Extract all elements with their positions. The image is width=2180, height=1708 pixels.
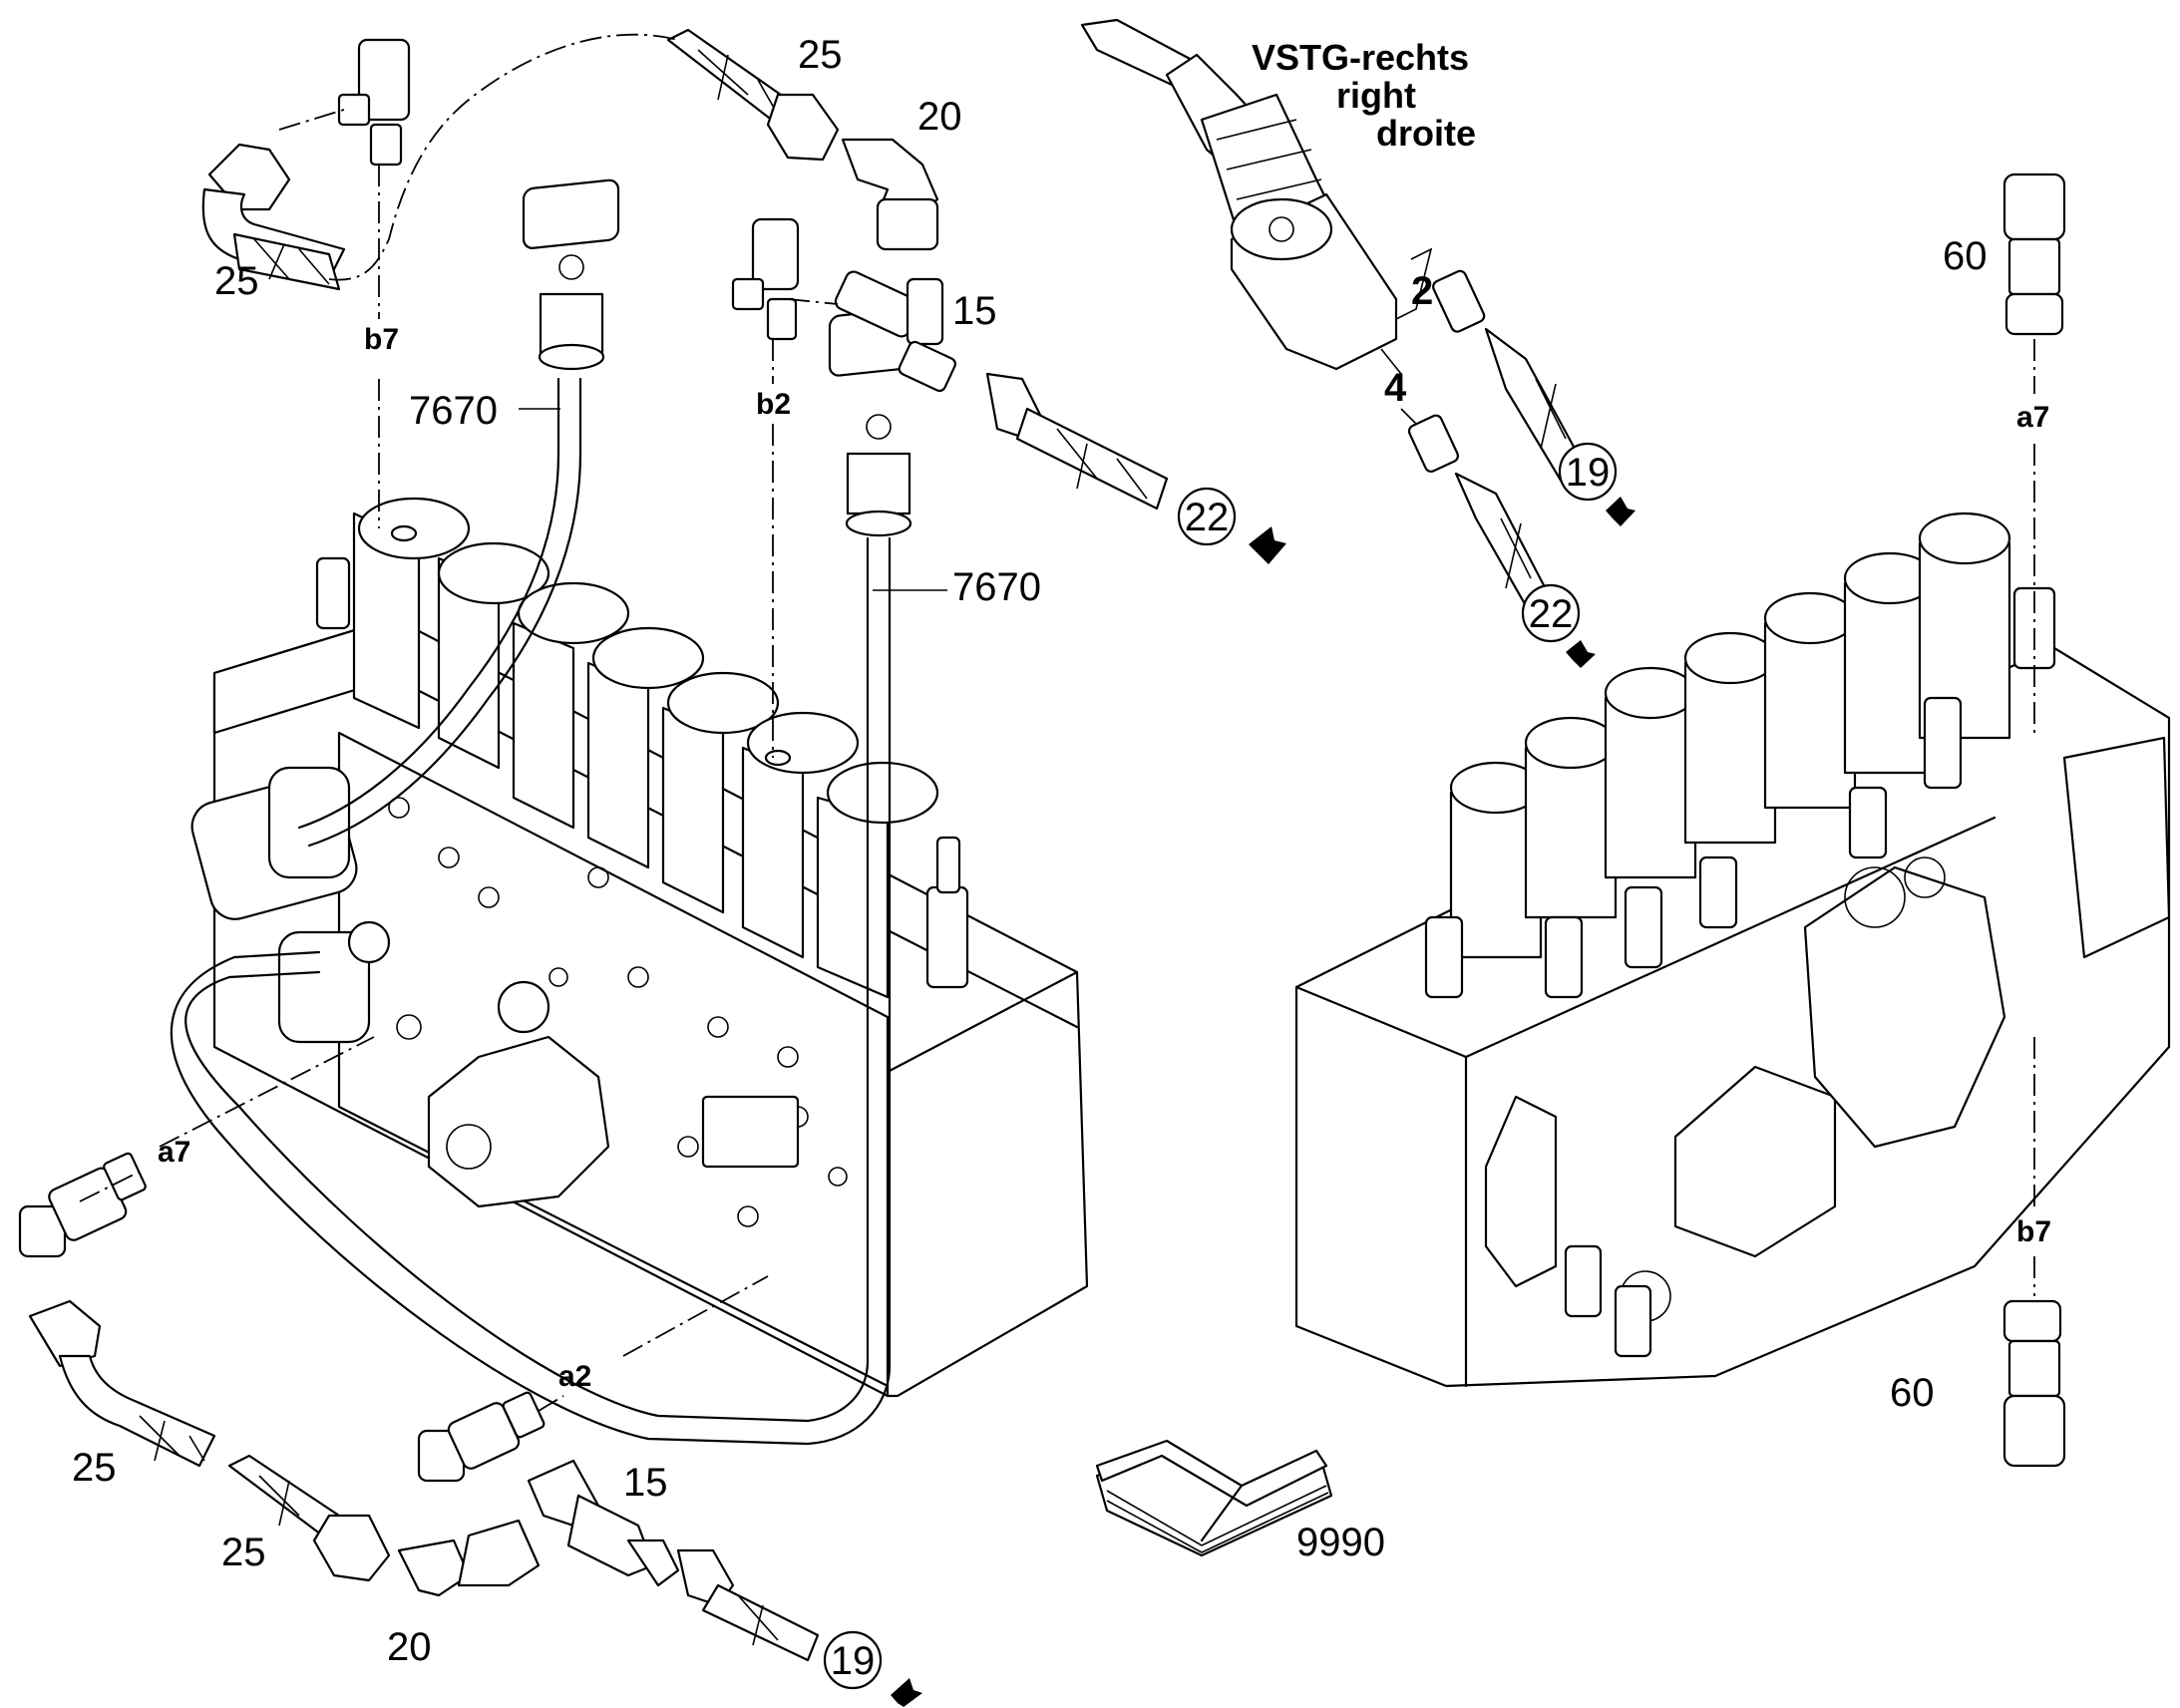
reference-arrow-icon [1606,497,1635,526]
svg-text:22: 22 [1185,496,1230,539]
fitting-a2-bottom [417,1391,545,1483]
circled-ref-19-bottom: 19 [823,1630,922,1707]
port-labels: b7 b2 a7 a2 a7 b7 [158,323,2051,1393]
svg-text:19: 19 [1566,451,1611,495]
port-label-a2: a2 [558,1360,591,1393]
fitting-port-4 [1407,414,1558,625]
svg-text:22: 22 [1529,592,1574,636]
elbow-20-bottom [397,1519,541,1597]
svg-text:19: 19 [831,1639,876,1683]
title-block: VSTG-rechts right droite [1252,37,1476,154]
manual-book-icon [1095,1439,1333,1557]
control-valve-right [1294,512,2171,1388]
fitting-a7-bottom [18,1152,147,1258]
pipe-7670-left [297,178,620,848]
label-port-2: 2 [1411,269,1433,313]
label-hose-top-left: 25 [214,259,259,303]
label-fitting-60-top: 60 [1943,234,1988,278]
solenoid-row-left [352,497,939,999]
title-line-1: VSTG-rechts [1252,37,1469,78]
joystick-right [1080,18,1398,371]
circled-ref-19-right: 19 [1558,442,1635,526]
hose-19-bottom [676,1548,820,1662]
port-label-a7-right: a7 [2016,401,2049,434]
tee-15-top [834,270,956,393]
circled-ref-22-top: 22 [1177,487,1286,564]
solenoid-row-right [1449,512,2011,959]
label-tee-top: 15 [952,289,997,333]
hose-25-bottom-left [28,1299,216,1468]
port-label-b7-right: b7 [2016,1215,2051,1248]
label-pipe-right: 7670 [952,565,1041,609]
port-label-b7-left: b7 [364,323,399,356]
label-elbow-top: 20 [917,95,962,139]
fitting-b2 [731,217,800,341]
fitting-60-bottom [2002,1299,2066,1468]
reference-arrow-icon [1249,526,1286,564]
title-line-3: droite [1376,113,1476,154]
reference-arrow-icon [1566,640,1596,668]
reference-arrow-icon [891,1678,922,1707]
leader-lines [519,247,1433,591]
label-fitting-60-bottom: 60 [1890,1371,1935,1415]
label-manual: 9990 [1296,1521,1385,1564]
fitting-b7-top [337,38,411,167]
port-label-b2: b2 [756,388,791,421]
hose-25-bottom-middle [227,1454,391,1582]
tee-15-bottom [527,1459,680,1587]
part-number-labels: 25 25 20 15 7670 7670 2 4 60 60 25 25 20… [72,33,1988,1669]
hose-22-top [985,372,1169,511]
label-hose-bottom-left: 25 [72,1446,117,1490]
label-pipe-left: 7670 [409,389,498,433]
fitting-port-2 [1432,269,1588,491]
circled-ref-22-right: 22 [1521,583,1596,668]
fitting-60-top [2002,172,2066,336]
control-valve-left [190,497,1089,1398]
label-tee-bottom: 15 [623,1461,668,1505]
hose-25-top-middle [666,28,840,162]
label-port-4: 4 [1384,366,1407,410]
label-hose-bottom-middle: 25 [221,1531,266,1574]
connection-lines [79,33,2035,1412]
elbow-20-top [841,138,939,251]
port-label-a7-left: a7 [158,1136,190,1169]
label-hose-top-middle: 25 [798,33,843,77]
title-line-2: right [1336,75,1416,116]
label-elbow-bottom: 20 [387,1625,432,1669]
